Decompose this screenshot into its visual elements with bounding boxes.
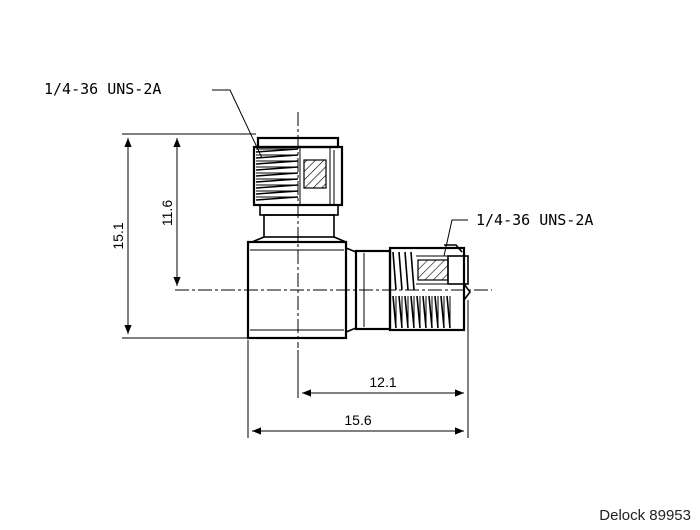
top-thread-lines: [255, 148, 299, 201]
leader-top-thread: [212, 89, 263, 159]
leader-side-thread: [443, 219, 468, 257]
side-thread-lines: [392, 251, 451, 329]
dim-axis-to-end-label: 12.1: [369, 374, 396, 390]
dim-overall-height-label: 15.1: [110, 222, 126, 249]
dim-overall-length-label: 15.6: [344, 412, 371, 428]
watermark-text: Delock 89953: [599, 507, 691, 524]
callout-side-thread: 1/4-36 UNS-2A: [476, 211, 593, 229]
horizontal-port: [354, 244, 471, 332]
callout-top-thread: 1/4-36 UNS-2A: [44, 80, 161, 98]
vertical-port: [251, 136, 347, 243]
dim-axis-height-label: 11.6: [159, 200, 175, 226]
